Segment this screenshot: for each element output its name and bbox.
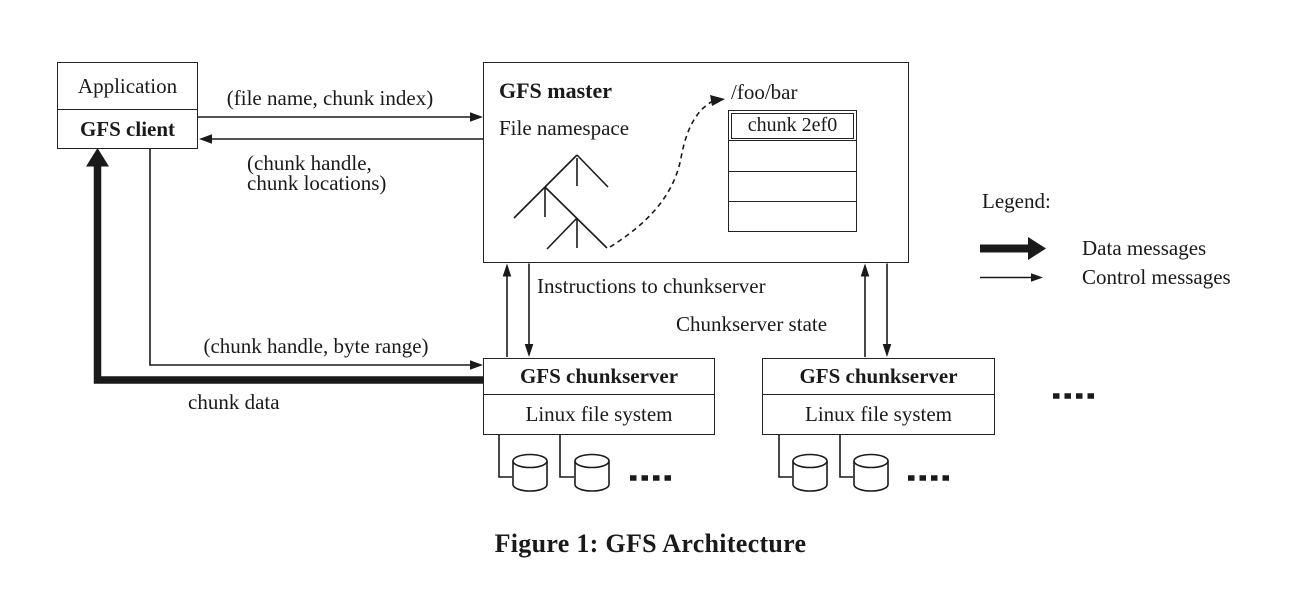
legend-data-arrow-body — [980, 244, 1028, 253]
chunk-id-cell: chunk 2ef0 — [731, 112, 854, 139]
gfs-client-label: GFS client — [79, 116, 176, 141]
application-label: Application — [77, 73, 178, 98]
chunkserver-right-title-cell: GFS chunkserver — [763, 359, 994, 395]
master-title: GFS master — [499, 78, 613, 103]
disk-connectors — [498, 435, 853, 478]
legend-control-arrowhead — [1031, 273, 1043, 282]
chunkserver-left-filesystem-label: Linux file system — [525, 402, 673, 426]
chunk-table-row — [729, 170, 856, 201]
legend-title: Legend: — [982, 189, 1051, 213]
legend-data-arrowhead — [1028, 237, 1046, 260]
foobar-path-label: /foo/bar — [731, 80, 798, 104]
legend-data-messages-label: Data messages — [1082, 236, 1207, 260]
arrowhead-thick — [86, 148, 109, 167]
chunkserver-left-box: GFS chunkserver Linux file system — [483, 358, 715, 435]
chunkserver-left-title: GFS chunkserver — [519, 364, 679, 388]
arrowhead — [470, 112, 483, 122]
arrowhead-dashed-curve — [710, 95, 725, 106]
arrowhead — [882, 344, 892, 357]
chunk-table-row — [729, 140, 856, 170]
application-cell: Application — [58, 63, 197, 110]
disk-cylinder — [574, 453, 610, 492]
chunk-data-arrow — [93, 166, 483, 384]
chunkserver-state-label: Chunkserver state — [676, 312, 828, 336]
namespace-tree — [513, 154, 609, 250]
chunkserver-right-filesystem-label: Linux file system — [805, 402, 952, 426]
chunk-handle-locations-label: (chunk handle, chunk locations) — [247, 151, 387, 195]
chunk-handle-byte-range-label: (chunk handle, byte range) — [203, 334, 429, 358]
arrowhead — [199, 134, 212, 144]
file-name-chunk-index-label: (file name, chunk index) — [226, 86, 434, 110]
file-namespace-label: File namespace — [499, 116, 630, 140]
namespace-lookup-curve — [609, 100, 714, 248]
disk-cylinder — [512, 453, 548, 492]
figure-caption: Figure 1: GFS Architecture — [494, 529, 807, 558]
client-box: Application GFS client — [57, 62, 198, 149]
chunk-table: chunk 2ef0 — [728, 110, 857, 232]
chunk-data-label: chunk data — [188, 390, 280, 414]
ellipsis-dots — [630, 393, 1097, 481]
chunkserver-right-box: GFS chunkserver Linux file system — [762, 358, 995, 435]
chunkserver-left-fs-cell: Linux file system — [484, 395, 714, 434]
chunkserver-right-title: GFS chunkserver — [799, 364, 958, 388]
chunkserver-left-title-cell: GFS chunkserver — [484, 359, 714, 395]
disk-cylinder — [792, 453, 828, 492]
instructions-label: Instructions to chunkserver — [537, 274, 766, 298]
chunkserver-right-fs-cell: Linux file system — [763, 395, 994, 434]
legend-control-messages-label: Control messages — [1082, 265, 1231, 289]
read-request-line — [149, 149, 471, 366]
chunk-table-row — [729, 200, 856, 231]
arrowhead — [860, 263, 870, 277]
disk-cylinder — [853, 453, 889, 492]
arrowhead — [502, 263, 512, 277]
gfs-client-cell: GFS client — [58, 110, 197, 148]
arrowhead — [524, 344, 534, 357]
arrowhead — [470, 360, 483, 370]
chunk-table-row: chunk 2ef0 — [729, 111, 856, 140]
